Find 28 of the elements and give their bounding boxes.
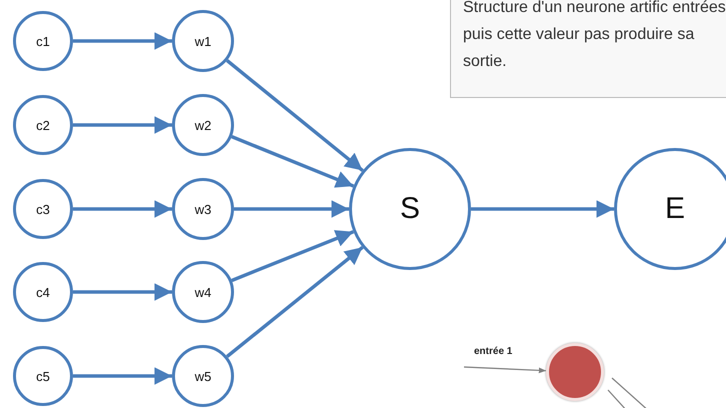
connector-arrow [73,116,172,134]
node-label: c4 [36,284,50,300]
node-label: w3 [194,202,212,216]
connector-arrow [234,200,349,218]
caption-panel [450,0,726,98]
connector-arrow [73,283,172,301]
connector-arrow [231,135,354,188]
node-label: w4 [194,284,212,300]
node-label: c1 [36,34,50,48]
caption-text: Structure d'un neurone artific entrées puis cette valeur pas produire sa sortie. [463,0,726,72]
connector-arrow [73,200,172,218]
node-label: w1 [194,34,212,48]
node-label: c2 [36,118,50,132]
node-label: c5 [36,368,50,384]
node-label: w5 [194,368,212,384]
connector-arrow [471,200,614,218]
connector-arrow [73,367,172,385]
node-label: E [664,192,685,226]
node-label: S [400,192,420,226]
connector-arrow [231,230,354,282]
connector-arrow [73,32,172,50]
connector-arrow [226,59,364,172]
node-label: c3 [36,202,50,216]
node-label: w2 [194,118,212,132]
node-circle [546,343,604,401]
edge-label: entrée 1 [474,346,512,357]
connector-arrow [226,246,364,358]
arrow [464,366,546,374]
